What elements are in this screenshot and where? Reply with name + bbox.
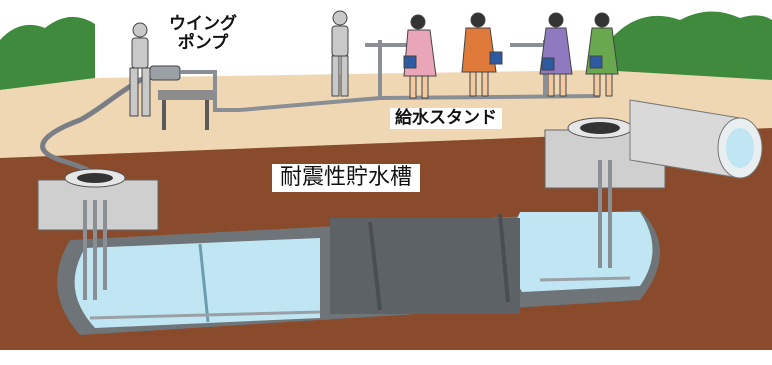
seismic-tank-label: 耐震性貯水槽 [272, 164, 421, 193]
wing-pump-label-line1: ウイング [169, 14, 237, 34]
inlet-pipe [629, 99, 763, 179]
water-stand-label: 給水スタンド [390, 108, 502, 129]
woman-2 [461, 12, 503, 97]
woman-4 [585, 12, 619, 97]
pump-operator [129, 22, 151, 117]
left-access-chamber [37, 168, 159, 231]
suction-hose [40, 72, 152, 180]
wing-pump-label-line2: ポンプ [177, 32, 229, 53]
tank-inner-pipes [83, 160, 612, 300]
tank-body [57, 210, 660, 335]
tree-line [0, 11, 772, 91]
wing-pump-label: ウイング ポンプ [165, 14, 241, 54]
stand-worker-1 [331, 10, 349, 97]
wing-pump [149, 65, 240, 130]
woman-1 [403, 14, 437, 99]
woman-3 [539, 12, 573, 97]
